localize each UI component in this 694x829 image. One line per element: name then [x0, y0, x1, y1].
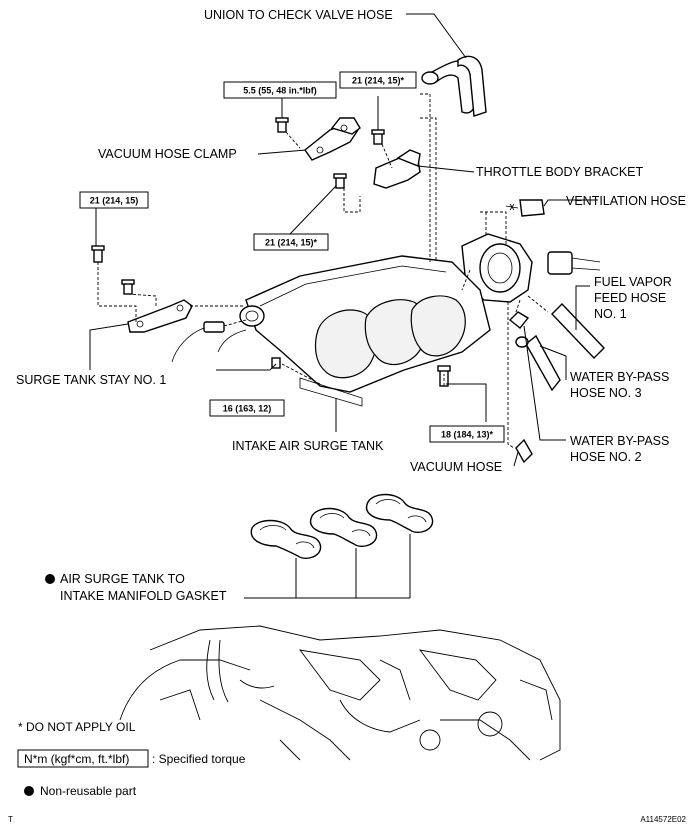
label-throttle-body-bracket: THROTTLE BODY BRACKET	[476, 165, 644, 179]
gasket-2	[309, 507, 378, 548]
throttle-body-bracket-part	[373, 149, 421, 189]
legend-non-reusable: Non-reusable part	[40, 784, 137, 798]
footer-figure-code: A114572E02	[640, 815, 686, 824]
gasket-3	[365, 493, 434, 534]
label-water-bypass-3b: HOSE NO. 3	[570, 386, 642, 400]
torque-bracket-top-text: 21 (214, 15)*	[352, 76, 405, 86]
label-gasket-1: AIR SURGE TANK TO	[60, 572, 185, 586]
label-gasket-2: INTAKE MANIFOLD GASKET	[60, 589, 227, 603]
label-surge-tank-stay: SURGE TANK STAY NO. 1	[16, 373, 166, 387]
assembly-dashes	[97, 93, 549, 449]
intake-air-surge-tank-part	[217, 255, 491, 407]
torque-bracket-low-box: 21 (214, 15)*	[253, 233, 329, 251]
torque-tank-box: 16 (163, 12)	[209, 399, 285, 417]
water-bypass-hose-3-part	[515, 334, 561, 392]
label-water-bypass-2a: WATER BY-PASS	[570, 434, 669, 448]
gasket-1	[250, 519, 322, 560]
stay-connector	[171, 321, 225, 363]
legend-specified-torque: : Specified torque	[152, 752, 246, 766]
union-hose-part	[421, 55, 487, 117]
legend-unit-text: N*m (kgf*cm, ft.*lbf)	[24, 752, 129, 766]
label-vacuum-hose: VACUUM HOSE	[410, 460, 502, 474]
bracket-low-bolt	[333, 173, 347, 189]
label-ventilation-hose: VENTILATION HOSE	[566, 194, 686, 208]
torque-stay-box: 21 (214, 15)	[79, 191, 149, 209]
torque-stay-text: 21 (214, 15)	[90, 196, 139, 206]
legend-unit-box	[17, 749, 149, 768]
label-fuel-vapor-1: FUEL VAPOR	[594, 275, 672, 289]
torque-clamp-text: 5.5 (55, 48 in.*lbf)	[243, 86, 317, 96]
torque-right-text: 18 (184, 13)*	[441, 430, 494, 440]
legend-non-reusable-marker	[24, 786, 34, 796]
torque-right-box: 18 (184, 13)*	[429, 425, 505, 443]
non-reusable-marker-gasket	[45, 574, 55, 584]
water-bypass-hose-2-part	[508, 311, 530, 329]
torque-bracket-low-text: 21 (214, 15)*	[265, 238, 318, 248]
vacuum-hose-lower-part	[515, 438, 533, 464]
torque-bracket-top-box: 21 (214, 15)*	[339, 71, 417, 89]
label-fuel-vapor-2: FEED HOSE	[594, 291, 666, 305]
torque-tank-text: 16 (163, 12)	[223, 404, 272, 414]
tank-bolt	[271, 357, 281, 369]
leader-lines	[89, 13, 598, 599]
stay-bolt-2	[121, 279, 135, 295]
engine-sketch	[119, 625, 561, 761]
label-union-hose: UNION TO CHECK VALVE HOSE	[204, 8, 393, 22]
label-water-bypass-3a: WATER BY-PASS	[570, 370, 669, 384]
stay-bolt-1	[91, 245, 105, 263]
label-intake-surge-tank: INTAKE AIR SURGE TANK	[232, 439, 384, 453]
legend-no-oil: * DO NOT APPLY OIL	[18, 720, 136, 734]
bracket-top-bolt	[371, 129, 385, 145]
ventilation-hose-part	[505, 199, 545, 217]
label-vacuum-hose-clamp: VACUUM HOSE CLAMP	[98, 147, 237, 161]
vacuum-hose-clamp-part	[304, 117, 361, 161]
surge-tank-stay-part	[127, 299, 193, 333]
throttle-body-part	[461, 233, 601, 303]
torque-clamp-box: 5.5 (55, 48 in.*lbf)	[223, 81, 337, 99]
label-water-bypass-2b: HOSE NO. 2	[570, 450, 642, 464]
label-fuel-vapor-3: NO. 1	[594, 307, 627, 321]
fuel-vapor-hose-part	[551, 302, 605, 360]
clamp-bolt	[275, 117, 289, 133]
footer-left-mark: T	[8, 815, 13, 824]
